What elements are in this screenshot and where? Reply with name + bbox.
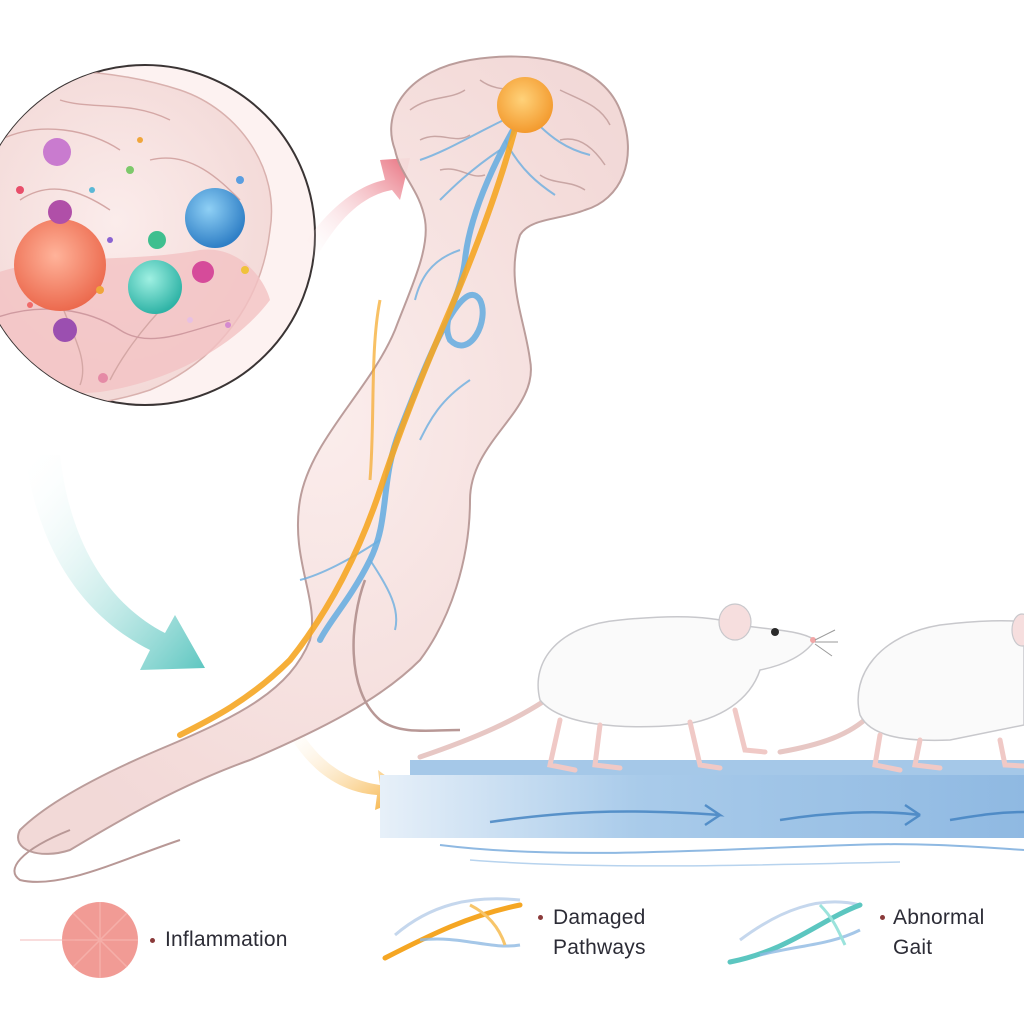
damaged-pathways-icon <box>382 897 523 961</box>
brain-spinal-cord <box>13 55 629 883</box>
pink-curved-arrow <box>300 158 410 260</box>
inflammation-icon <box>20 902 138 978</box>
legend-label-damaged-pathways-line2: Pathways <box>553 936 646 959</box>
legend-bullet-inflammation <box>150 938 155 943</box>
legend-bullet-damaged-pathways <box>538 915 543 920</box>
rat-right <box>777 613 1024 773</box>
legend-label-abnormal-gait-line2: Gait <box>893 936 933 959</box>
legend-bullet-abnormal-gait <box>880 915 885 920</box>
damaged-pathway-line <box>177 107 523 738</box>
rat-left <box>417 603 838 773</box>
abnormal-gait-icon <box>727 900 863 965</box>
teal-curved-arrow <box>25 455 205 670</box>
legend-label-abnormal-gait-line1: Abnormal <box>893 906 985 929</box>
treadmill <box>380 760 1024 867</box>
inflammation-cluster <box>14 219 106 311</box>
blue-immune-cell <box>185 188 245 248</box>
brain-inflammation-node <box>497 77 553 133</box>
magnified-tissue-inset <box>0 64 316 406</box>
teal-immune-cell <box>128 260 182 314</box>
legend-label-inflammation: Inflammation <box>165 928 288 951</box>
legend-label-damaged-pathways-line1: Damaged <box>553 906 646 929</box>
